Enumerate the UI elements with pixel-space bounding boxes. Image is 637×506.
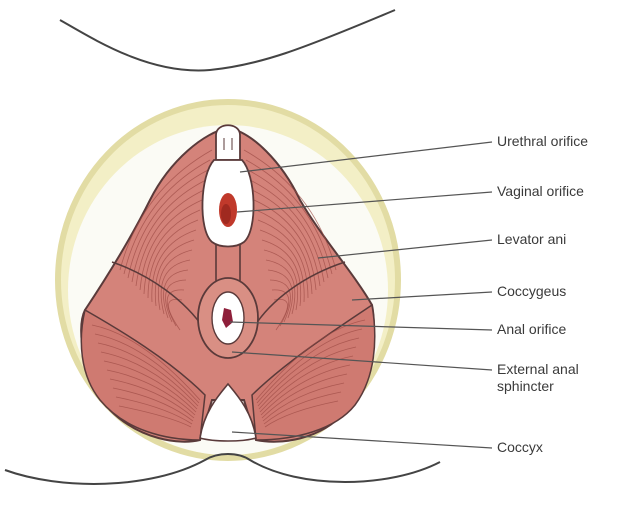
label-external-anal-sphincter: External anal sphincter: [497, 361, 617, 395]
label-anal-orifice: Anal orifice: [497, 321, 566, 338]
vaginal-orifice-shade: [221, 204, 231, 224]
upper-body-contour: [60, 10, 395, 70]
label-vaginal-orifice: Vaginal orifice: [497, 183, 584, 200]
urethral-orifice: [216, 125, 240, 160]
label-coccygeus: Coccygeus: [497, 283, 566, 300]
label-urethral-orifice: Urethral orifice: [497, 133, 588, 150]
label-coccyx: Coccyx: [497, 439, 543, 456]
label-levator-ani: Levator ani: [497, 231, 566, 248]
